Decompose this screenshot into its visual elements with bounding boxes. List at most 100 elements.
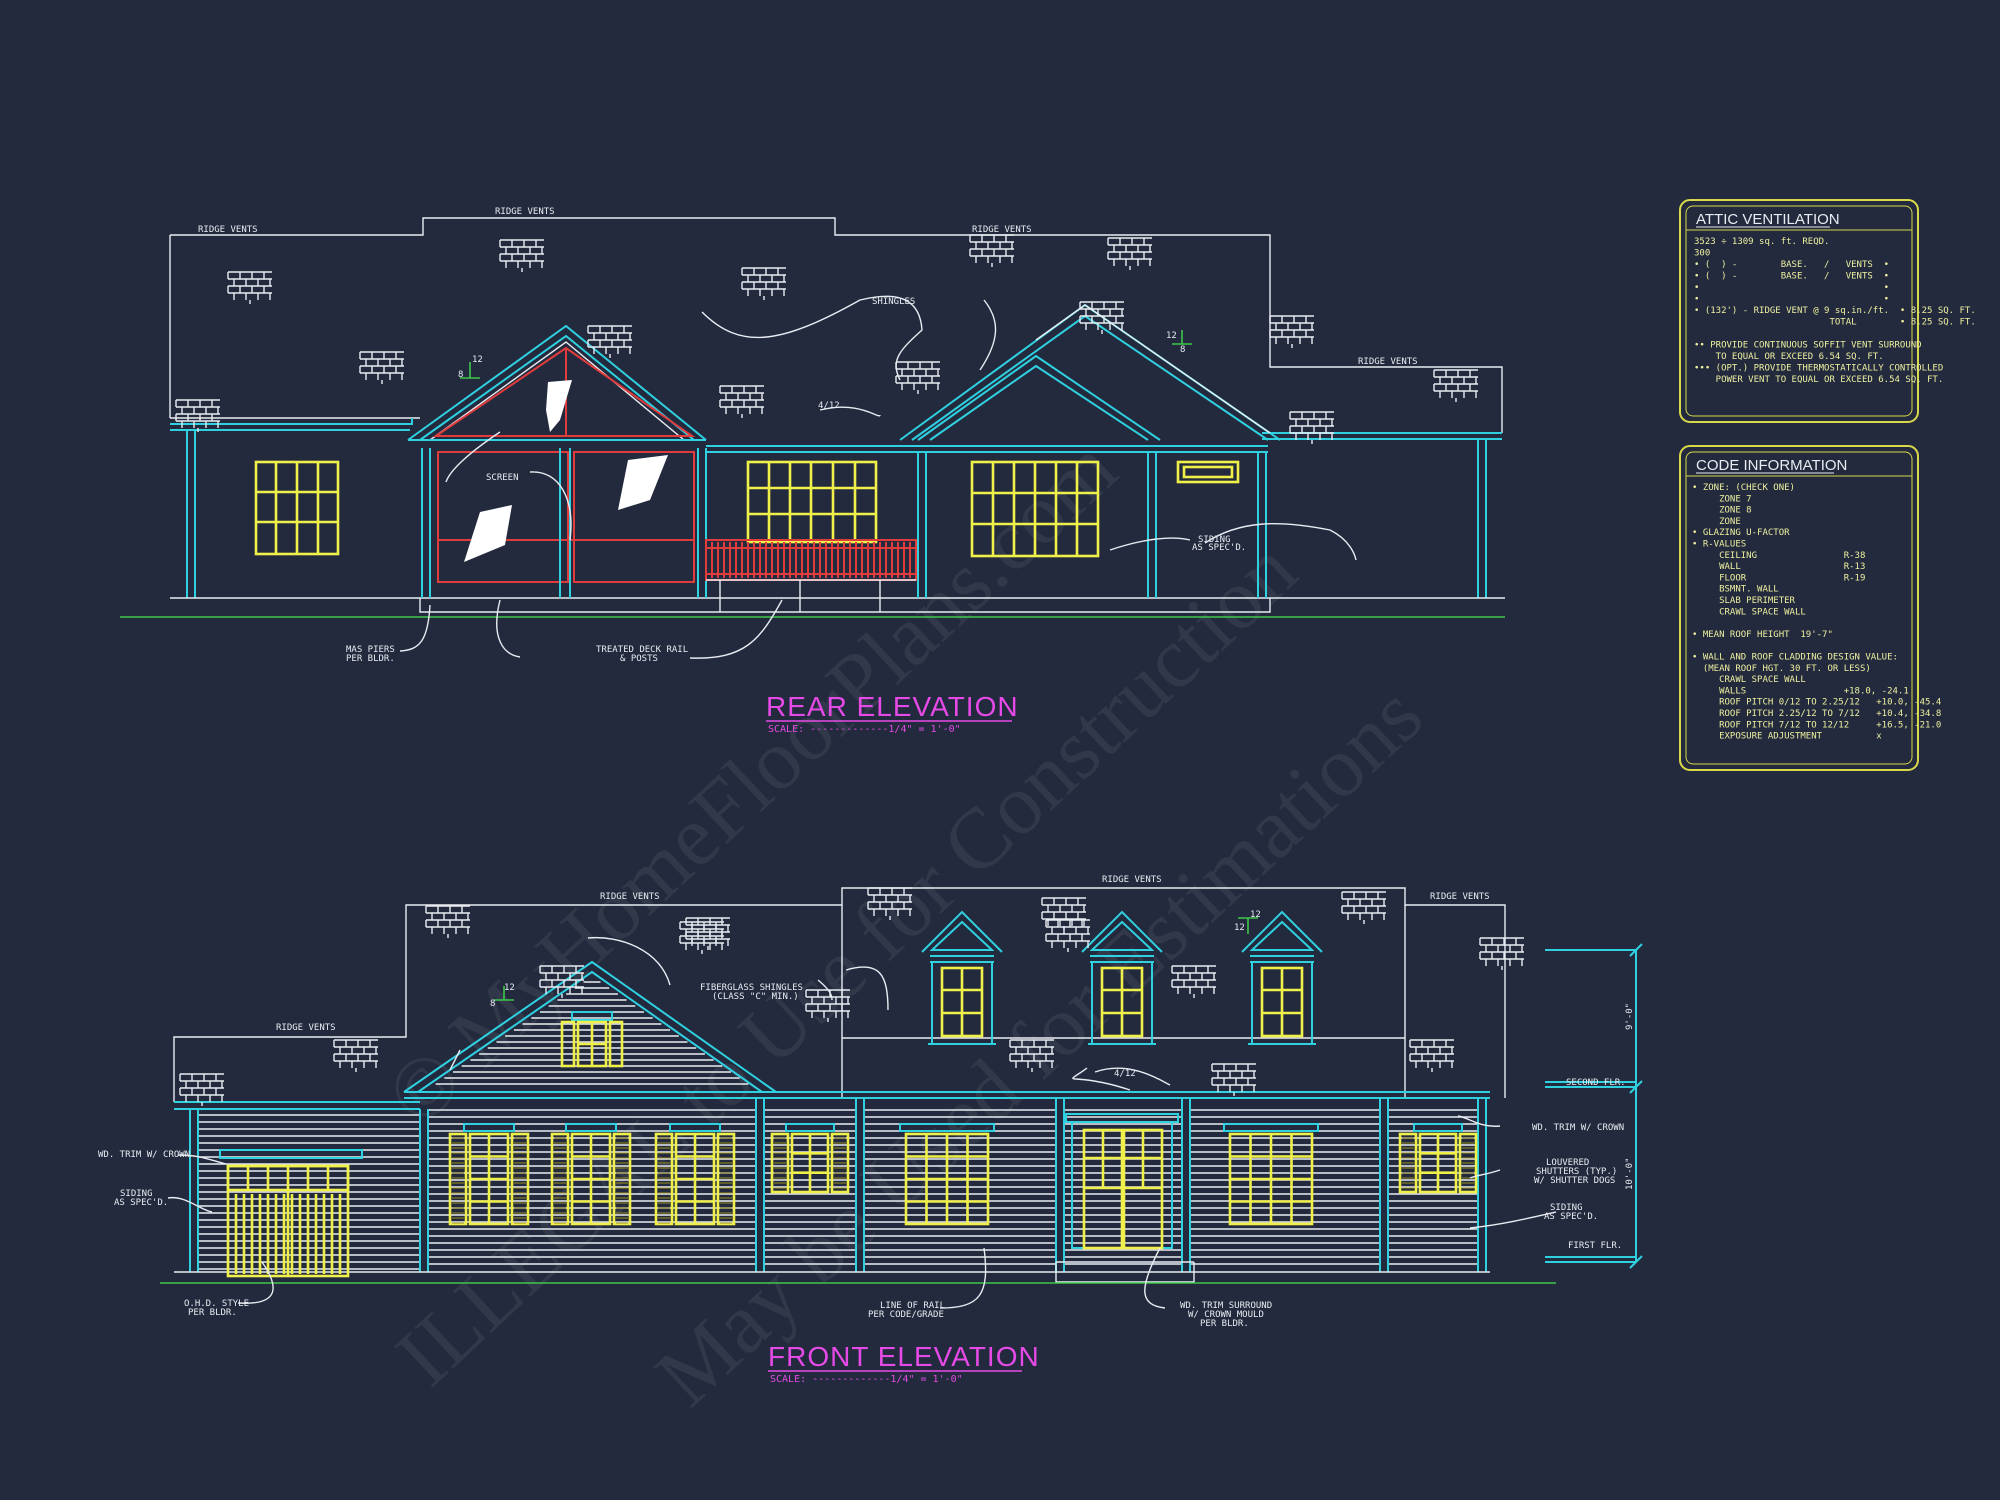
- attic-ventilation-lines: 3523 ÷ 1309 sq. ft. REQD.300• ( ) - BASE…: [1694, 237, 1976, 385]
- panel-line: • •: [1694, 295, 1889, 305]
- front-rail-label-2: PER CODE/GRADE: [868, 1310, 944, 1320]
- front-dimension-lines: [1545, 949, 1637, 1263]
- front-siding-left-1: SIDING: [120, 1189, 153, 1199]
- shingle-symbol: [539, 965, 584, 998]
- front-gable-window: [560, 1011, 624, 1068]
- shingle-symbol: [1171, 965, 1216, 998]
- shingle-symbol: [587, 325, 632, 358]
- attic-ventilation-panel: ATTIC VENTILATION 3523 ÷ 1309 sq. ft. RE…: [1679, 199, 1976, 423]
- panel-line: ZONE: [1692, 517, 1741, 527]
- front-trim-left-label: WD. TRIM W/ CROWN: [98, 1150, 190, 1160]
- rear-pitch-run-b: 8: [1180, 345, 1185, 355]
- rear-shingle-symbols: [175, 234, 1478, 444]
- shingle-symbol: [969, 234, 1014, 267]
- front-elevation: 12 8 12 12 9'-0" 10'-0" RIDGE VENTS RIDG…: [98, 875, 1643, 1385]
- rear-elevation-title: REAR ELEVATION: [766, 691, 1019, 722]
- shingle-symbol: [1269, 315, 1314, 348]
- panel-line: TO EQUAL OR EXCEED 6.54 SQ. FT.: [1694, 352, 1884, 362]
- screen-reflection-2: [618, 455, 668, 510]
- panel-line: • R-VALUES: [1692, 540, 1746, 550]
- rear-gable-right: [899, 303, 1281, 441]
- rear-ridge-label-2: RIDGE VENTS: [198, 225, 258, 235]
- front-wdtrim-label-2: W/ CROWN MOULD: [1188, 1310, 1264, 1320]
- rear-transom-window: [1176, 460, 1240, 484]
- shingle-symbol: [1409, 1039, 1454, 1072]
- shingle-symbol: [1079, 301, 1124, 334]
- rear-siding-label-2: AS SPEC'D.: [1192, 543, 1246, 553]
- screen-reflection-1: [546, 380, 572, 432]
- front-garage: [219, 1149, 363, 1278]
- rear-ridge-label-3: RIDGE VENTS: [972, 225, 1032, 235]
- panel-line: SLAB PERIMETER: [1692, 596, 1796, 606]
- panel-line: BSMNT. WALL: [1692, 585, 1779, 595]
- rear-deck-label-2: & POSTS: [620, 654, 658, 664]
- front-pitch-run-a: 8: [490, 999, 495, 1009]
- front-window: [1398, 1123, 1478, 1194]
- shingle-symbol: [1479, 937, 1524, 970]
- panel-line: • •: [1694, 283, 1889, 293]
- panel-line: CRAWL SPACE WALL: [1692, 607, 1806, 617]
- panel-line: • WALL AND ROOF CLADDING DESIGN VALUE:: [1692, 653, 1898, 663]
- front-wdtrim-label-3: PER BLDR.: [1200, 1319, 1249, 1329]
- front-wdtrim-label-1: WD. TRIM SURROUND: [1180, 1301, 1272, 1311]
- panel-line: • ( ) - BASE. / VENTS •: [1694, 260, 1889, 270]
- front-window: [770, 1123, 850, 1194]
- panel-line: CRAWL SPACE WALL: [1692, 675, 1806, 685]
- shingle-symbol: [1041, 897, 1086, 930]
- rear-piers-label-1: MAS PIERS: [346, 645, 395, 655]
- rear-deck-rail: [705, 539, 917, 581]
- shingle-symbol: [425, 905, 470, 938]
- panel-line: • ZONE: (CHECK ONE): [1692, 483, 1795, 493]
- rear-roof-outline: [169, 217, 1503, 433]
- rear-pitch-label: 4/12: [818, 401, 840, 411]
- code-information-panel: CODE INFORMATION • ZONE: (CHECK ONE) ZON…: [1679, 445, 1941, 771]
- front-ridge-label-1: RIDGE VENTS: [600, 892, 660, 902]
- first-floor-label: FIRST FLR.: [1568, 1241, 1622, 1251]
- rear-ridge-label-1: RIDGE VENTS: [495, 207, 555, 217]
- shingle-symbol: [227, 271, 272, 304]
- front-roof-outline: [173, 887, 1506, 1102]
- front-gable: [403, 960, 777, 1093]
- shingle-symbol: [719, 385, 764, 418]
- screen-panel-left: [437, 451, 569, 583]
- rear-screen-label: SCREEN: [486, 473, 519, 483]
- shingle-symbol: [1433, 369, 1478, 402]
- shingle-symbol: [1289, 411, 1334, 444]
- panel-line: POWER VENT TO EQUAL OR EXCEED 6.54 SQ. F…: [1694, 375, 1943, 385]
- front-dormers: [921, 910, 1323, 1045]
- rear-deck-label-1: TREATED DECK RAIL: [596, 645, 688, 655]
- front-siding-right-2: AS SPEC'D.: [1544, 1212, 1598, 1222]
- panel-line: CEILING R-38: [1692, 551, 1865, 561]
- dormer: [921, 910, 1003, 1045]
- rear-shingles-label: SHINGLES: [872, 297, 915, 307]
- front-siding-left-2: AS SPEC'D.: [114, 1198, 168, 1208]
- rear-pitch-rise-b: 12: [1166, 331, 1177, 341]
- rear-pitch-rise-a: 12: [472, 355, 483, 365]
- rear-elevation: 12 8 12 8 RIDGE VENTS RIDGE VENTS RIDGE …: [120, 207, 1505, 735]
- shingle-symbol: [333, 1039, 378, 1072]
- front-rail-label-1: LINE OF RAIL: [880, 1301, 945, 1311]
- front-window: [1223, 1123, 1319, 1226]
- shingle-symbol: [359, 351, 404, 384]
- front-door: [1065, 1113, 1179, 1250]
- front-pitch-rise-a: 12: [504, 983, 515, 993]
- front-ohd-label-1: O.H.D. STYLE: [184, 1299, 249, 1309]
- front-siding-right-1: SIDING: [1550, 1203, 1583, 1213]
- front-ridge-label-2: RIDGE VENTS: [1102, 875, 1162, 885]
- front-fiberglass-label-1: FIBERGLASS SHINGLES: [700, 983, 803, 993]
- front-elevation-title: FRONT ELEVATION: [768, 1341, 1040, 1372]
- front-ridge-label-3: RIDGE VENTS: [1430, 892, 1490, 902]
- panel-line: WALLS +18.0, -24.1: [1692, 686, 1909, 696]
- front-louver-label-2: SHUTTERS (TYP.): [1536, 1167, 1617, 1177]
- front-ridge-label-4: RIDGE VENTS: [276, 1023, 336, 1033]
- panel-line: 3523 ÷ 1309 sq. ft. REQD.: [1694, 237, 1829, 247]
- panel-line: ROOF PITCH 7/12 TO 12/12 +16.5, -21.0: [1692, 720, 1941, 730]
- panel-line: ZONE 8: [1692, 506, 1752, 516]
- panel-line: (MEAN ROOF HGT. 30 FT. OR LESS): [1692, 664, 1871, 674]
- rear-gable-left: [407, 324, 707, 441]
- shingle-symbol: [1211, 1063, 1256, 1096]
- dormer: [1081, 910, 1163, 1045]
- code-information-lines: • ZONE: (CHECK ONE) ZONE 7 ZONE 8 ZONE• …: [1692, 483, 1941, 742]
- front-leader-lines: [167, 936, 1557, 1309]
